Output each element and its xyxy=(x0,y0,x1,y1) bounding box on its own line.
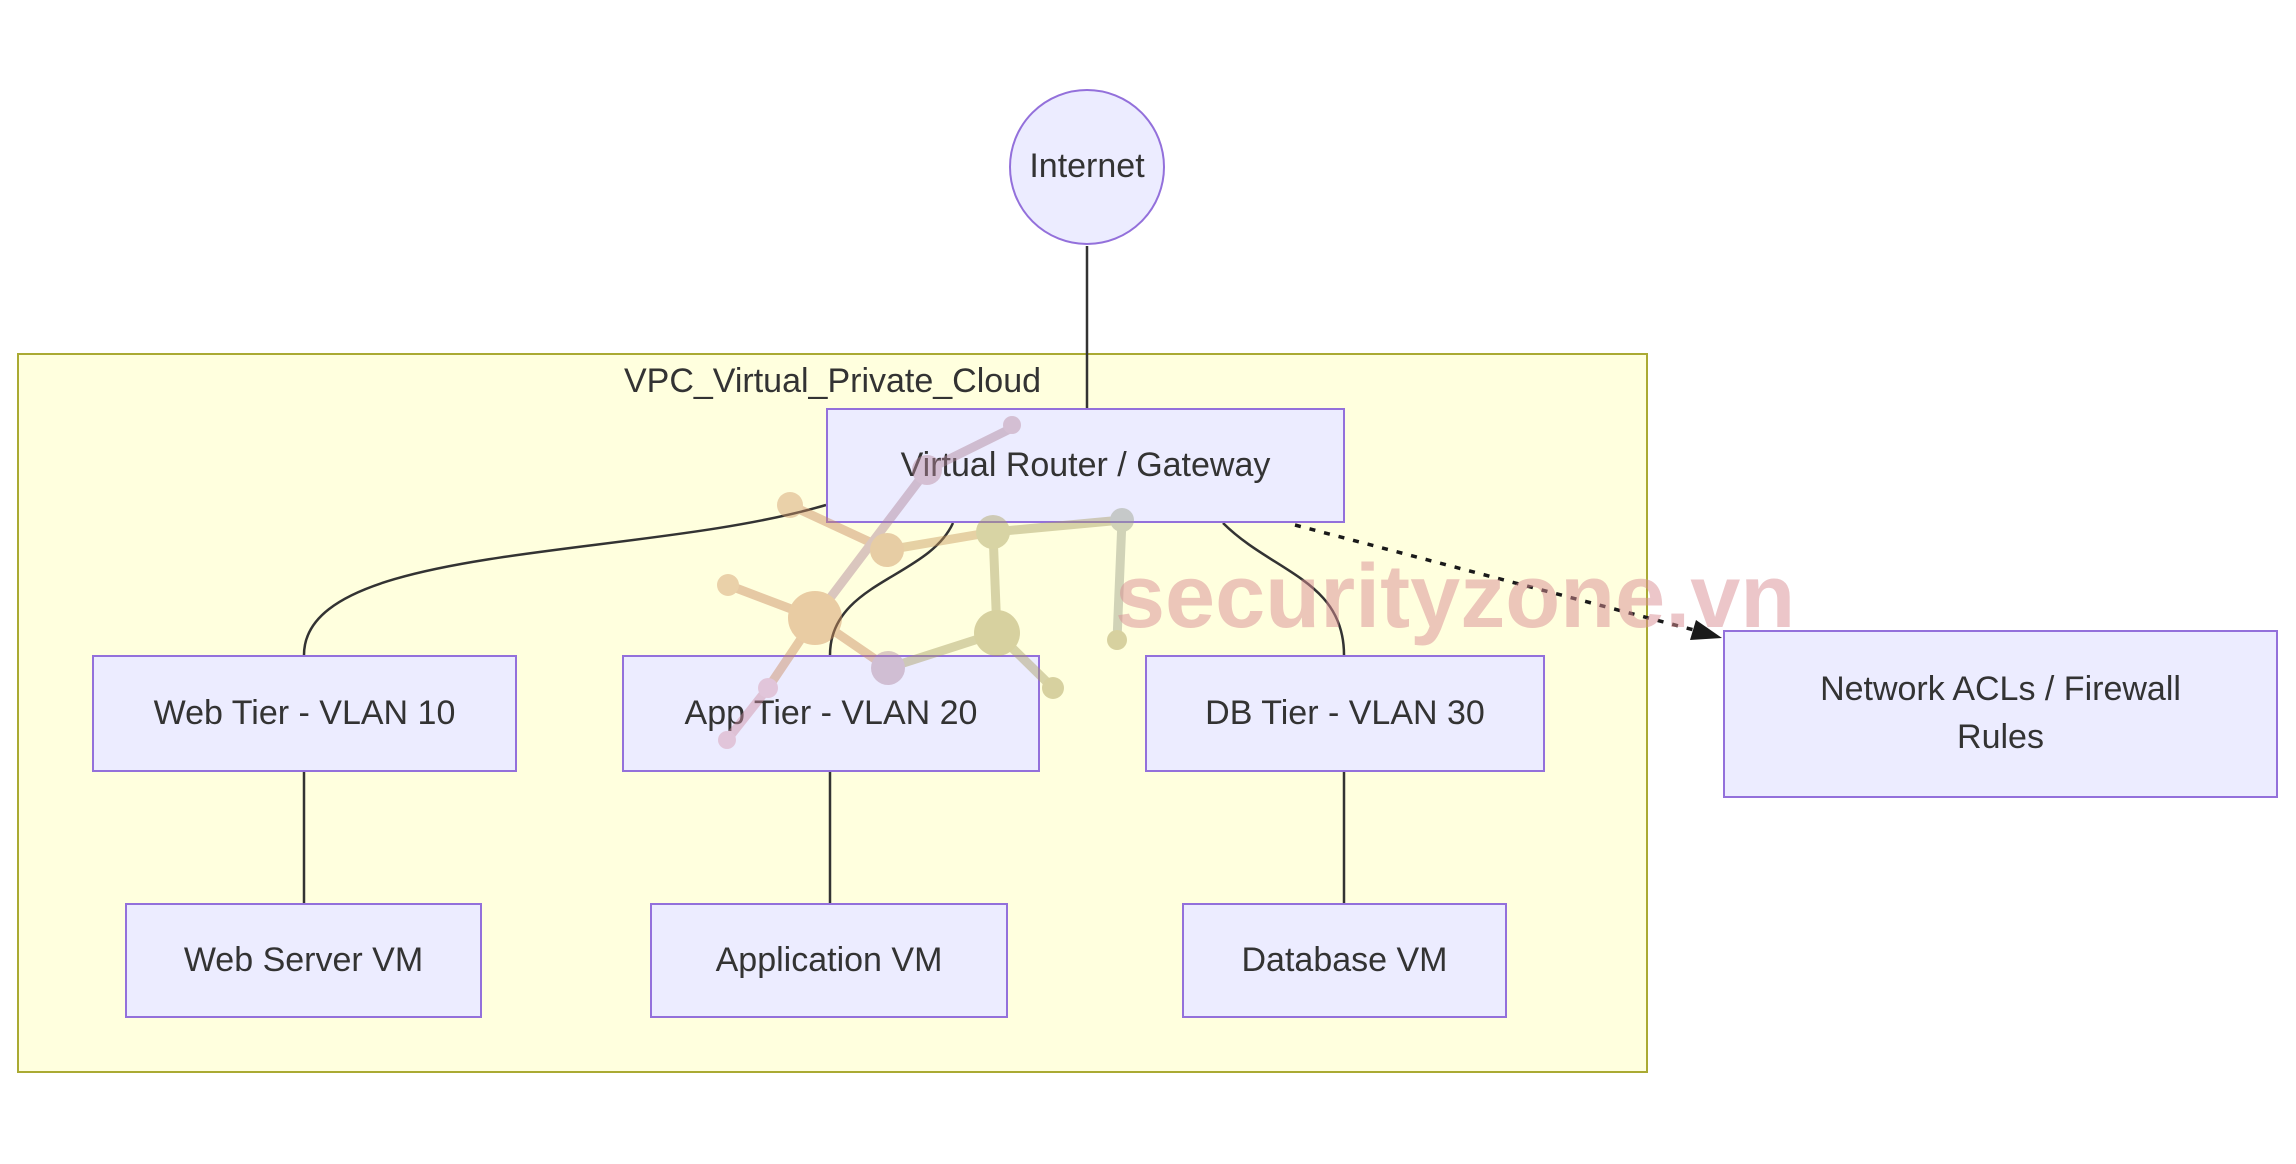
node-app-tier-label: App Tier - VLAN 20 xyxy=(684,693,978,732)
edge-router-acl-dotted xyxy=(1294,523,1695,632)
edge-router-apptier xyxy=(828,522,955,656)
edge-router-webtier xyxy=(302,503,827,656)
node-router-label: Virtual Router / Gateway xyxy=(900,445,1271,484)
node-database-vm: Database VM xyxy=(1182,903,1507,1018)
node-db-tier-label: DB Tier - VLAN 30 xyxy=(1205,693,1485,732)
node-web-server-vm: Web Server VM xyxy=(125,903,482,1018)
node-db-vm-label: Database VM xyxy=(1241,940,1448,979)
node-web-tier-vlan10: Web Tier - VLAN 10 xyxy=(92,655,517,772)
node-web-tier-label: Web Tier - VLAN 10 xyxy=(153,693,456,732)
node-application-vm: Application VM xyxy=(650,903,1008,1018)
node-web-vm-label: Web Server VM xyxy=(183,940,424,979)
node-db-tier-vlan30: DB Tier - VLAN 30 xyxy=(1145,655,1545,772)
arrowhead-acl xyxy=(1690,620,1722,640)
node-virtual-router-gateway: Virtual Router / Gateway xyxy=(826,408,1345,523)
node-app-tier-vlan20: App Tier - VLAN 20 xyxy=(622,655,1040,772)
node-internet-label: Internet xyxy=(1029,147,1145,186)
vpc-cluster-label: VPC_Virtual_Private_Cloud xyxy=(623,362,1042,400)
edge-router-dbtier xyxy=(1222,522,1346,656)
node-internet: Internet xyxy=(1009,89,1165,245)
node-acl-label-line1: Network ACLs / Firewall xyxy=(1820,670,2181,709)
node-network-acls-firewall-rules: Network ACLs / Firewall Rules xyxy=(1723,630,2278,798)
node-app-vm-label: Application VM xyxy=(715,940,943,979)
node-acl-label-line2: Rules xyxy=(1957,718,2044,756)
